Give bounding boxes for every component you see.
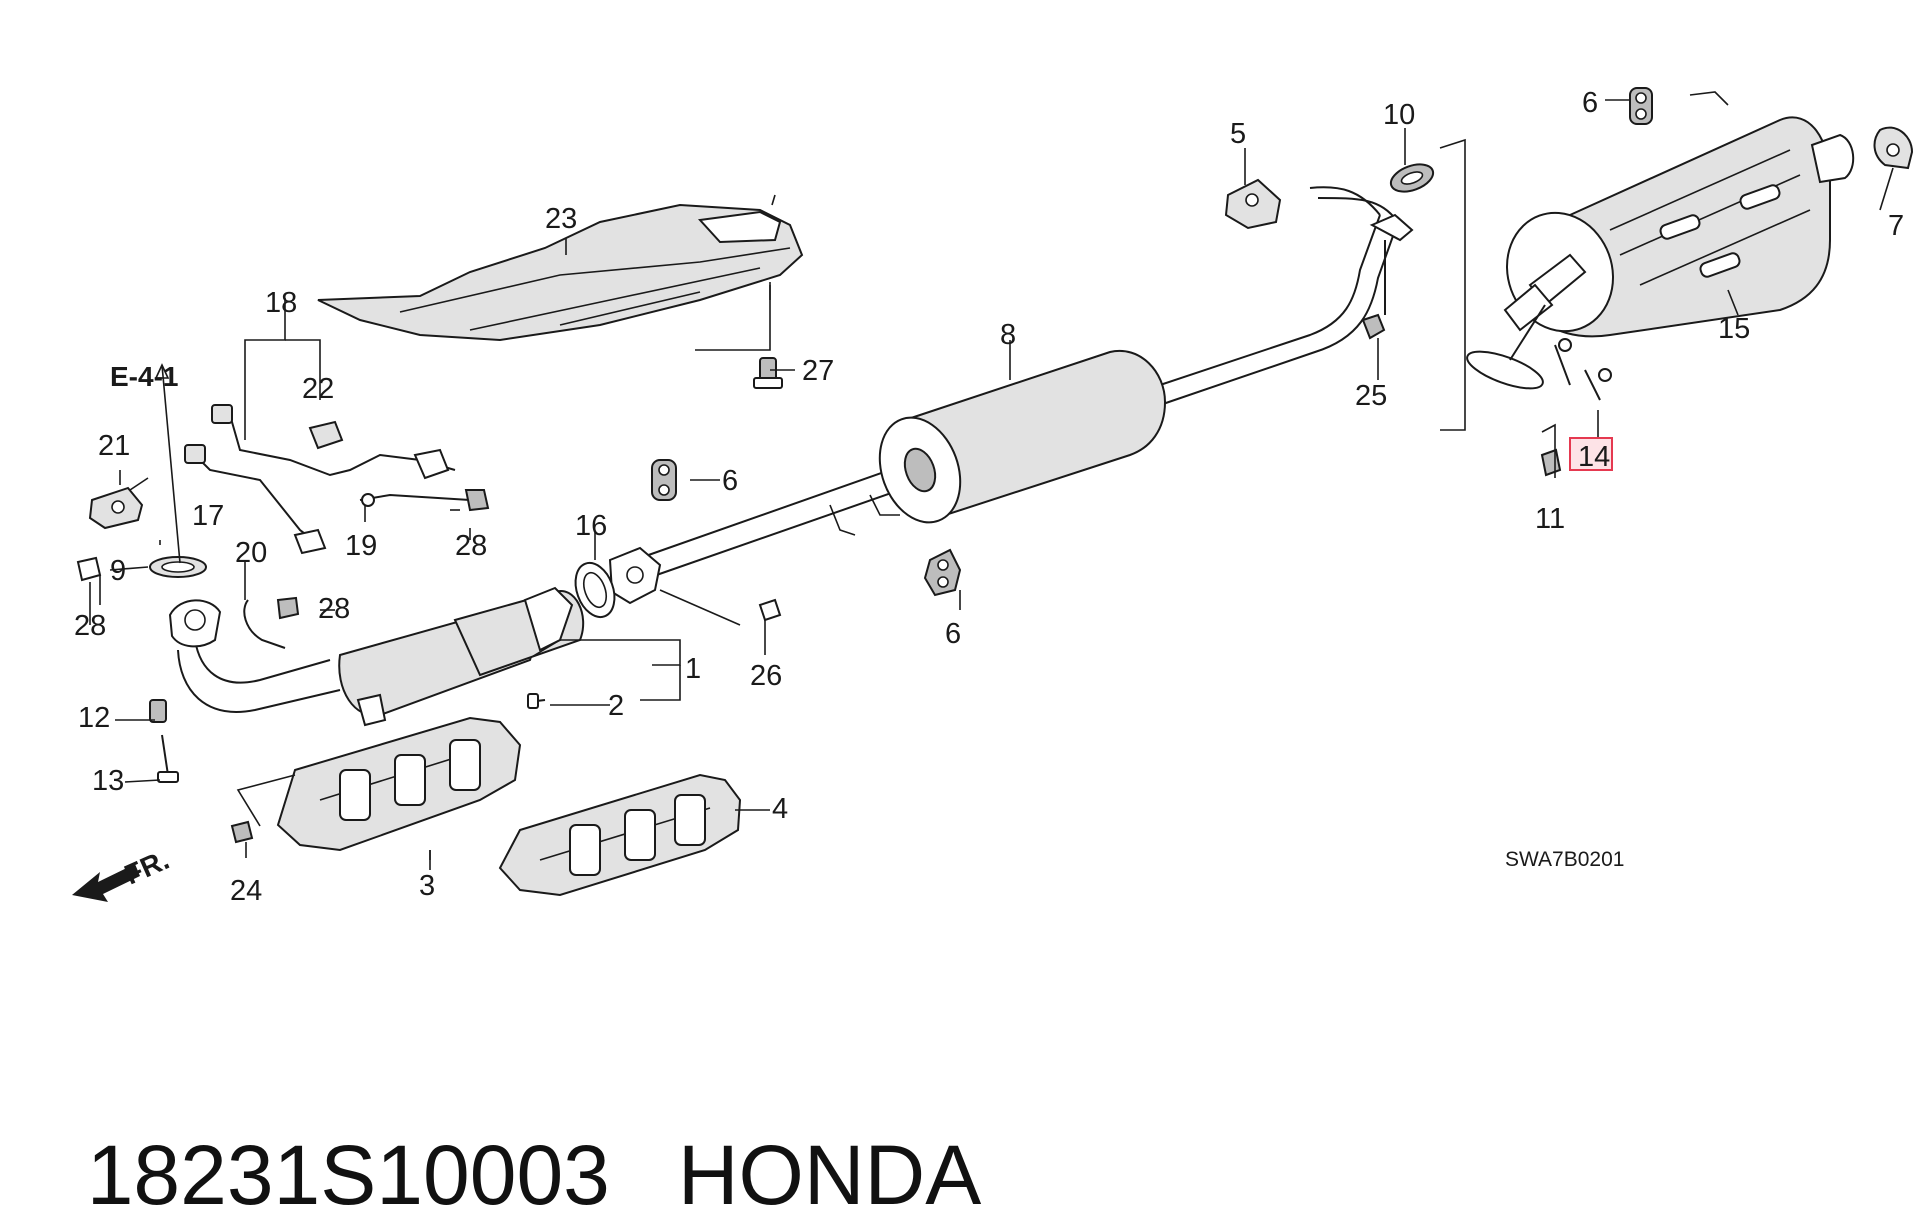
callout-18: 18 bbox=[265, 287, 297, 319]
callout-28-right: 28 bbox=[455, 530, 487, 562]
bolt-28-right bbox=[464, 489, 490, 512]
heat-shield-4 bbox=[498, 773, 742, 897]
ref-label: E-4-1 bbox=[110, 361, 178, 392]
spring-12 bbox=[149, 699, 167, 723]
parts-diagram: 23 18 22 27 8 5 10 6 7 15 25 11 6 6 16 2… bbox=[72, 87, 1914, 907]
bolt-2 bbox=[527, 693, 546, 709]
callout-11: 11 bbox=[1535, 503, 1565, 535]
part-footer: 18231S10003 HONDA bbox=[40, 1010, 982, 1222]
callout-13: 13 bbox=[92, 765, 124, 797]
center-pipe-assembly bbox=[608, 186, 1414, 605]
callout-6-top: 6 bbox=[1582, 87, 1598, 119]
callout-23: 23 bbox=[545, 203, 577, 235]
bracket-20 bbox=[243, 599, 286, 649]
callout-24: 24 bbox=[230, 875, 262, 907]
bolt-28-mid bbox=[276, 596, 300, 620]
gasket-9 bbox=[149, 556, 207, 578]
front-arrow-icon: FR. bbox=[72, 844, 174, 902]
callout-6-center: 6 bbox=[722, 465, 738, 497]
callout-26: 26 bbox=[750, 660, 782, 692]
converter-assembly-1 bbox=[168, 586, 585, 727]
heat-shield-3 bbox=[276, 716, 522, 852]
nut-24 bbox=[230, 820, 254, 844]
rubber-mount-6-lower bbox=[923, 548, 962, 597]
gasket-10 bbox=[1389, 163, 1435, 193]
callout-7: 7 bbox=[1888, 210, 1904, 242]
callout-25: 25 bbox=[1355, 380, 1387, 412]
callout-17: 17 bbox=[192, 500, 224, 532]
nut-25 bbox=[1361, 313, 1386, 340]
svg-text:FR.: FR. bbox=[120, 844, 174, 891]
nut-28-left bbox=[76, 556, 102, 582]
callout-27: 27 bbox=[802, 355, 834, 387]
callout-labels: 23 18 22 27 8 5 10 6 7 15 25 11 6 6 16 2… bbox=[74, 87, 1904, 907]
callout-21: 21 bbox=[98, 430, 130, 462]
leader-lines bbox=[89, 99, 1894, 870]
callout-20: 20 bbox=[235, 537, 267, 569]
callout-5: 5 bbox=[1230, 118, 1246, 150]
o2-sensor-assembly bbox=[184, 404, 456, 555]
callout-9: 9 bbox=[110, 555, 126, 587]
callout-15: 15 bbox=[1718, 313, 1750, 345]
bracket-21 bbox=[88, 477, 149, 530]
rubber-mount-6-center bbox=[651, 459, 677, 501]
bracket-7 bbox=[1873, 126, 1914, 170]
callout-16: 16 bbox=[575, 510, 607, 542]
bolt-13 bbox=[157, 734, 179, 783]
highlighted-callout-14: 14 bbox=[1569, 437, 1613, 473]
callout-4: 4 bbox=[772, 793, 788, 825]
nut-26 bbox=[758, 598, 782, 622]
muffler-15 bbox=[1466, 91, 1855, 390]
callout-22: 22 bbox=[302, 373, 334, 405]
callout-10: 10 bbox=[1383, 99, 1415, 131]
gasket-16 bbox=[574, 561, 616, 619]
heat-shield-upper bbox=[317, 194, 804, 342]
callout-2: 2 bbox=[608, 690, 624, 722]
part-number: 18231S10003 bbox=[86, 1128, 610, 1222]
callout-1: 1 bbox=[685, 653, 701, 685]
bolt-27 bbox=[753, 357, 783, 389]
clip-22 bbox=[308, 420, 344, 450]
callout-19: 19 bbox=[345, 530, 377, 562]
brand-name: HONDA bbox=[677, 1128, 982, 1222]
bracket-19 bbox=[359, 493, 471, 507]
drawing-code: SWA7B0201 bbox=[1505, 848, 1624, 871]
rubber-mount-6-upper bbox=[1629, 87, 1653, 125]
callout-28-left: 28 bbox=[74, 610, 106, 642]
callout-8: 8 bbox=[1000, 319, 1016, 351]
callout-12: 12 bbox=[78, 702, 110, 734]
rubber-mount-5 bbox=[1224, 178, 1282, 230]
callout-6-lower: 6 bbox=[945, 618, 961, 650]
callout-28-mid: 28 bbox=[318, 593, 350, 625]
callout-3: 3 bbox=[419, 870, 435, 902]
svg-text:14: 14 bbox=[1578, 441, 1610, 473]
